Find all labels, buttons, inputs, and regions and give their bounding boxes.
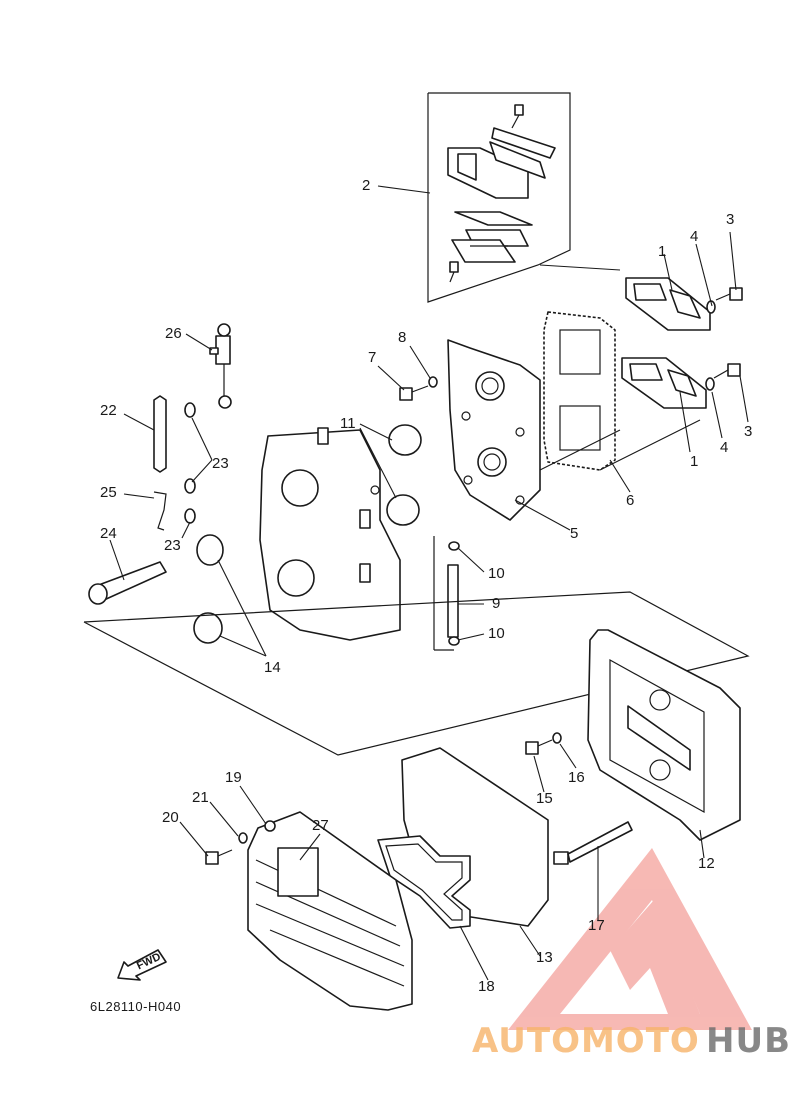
washer-8 <box>428 376 438 388</box>
callout-4: 4 <box>720 439 728 456</box>
callout-22: 22 <box>100 402 117 419</box>
callout-19: 19 <box>225 769 242 786</box>
clip-10-upper <box>448 541 460 551</box>
callout-23: 23 <box>212 455 229 472</box>
callout-4: 4 <box>690 228 698 245</box>
anode-24 <box>88 561 167 605</box>
intake-manifold <box>447 339 541 521</box>
callout-17: 17 <box>588 917 605 934</box>
callout-2: 2 <box>362 177 370 194</box>
hose-25 <box>153 491 167 531</box>
callout-13: 13 <box>536 949 553 966</box>
bolt-7 <box>399 385 429 401</box>
callout-14: 14 <box>264 659 281 676</box>
cylinder-block <box>259 427 401 641</box>
reed-valve-inset <box>427 92 571 303</box>
drawing-code: 6L28110-H040 <box>90 999 181 1014</box>
callout-5: 5 <box>570 525 578 542</box>
o-ring-14-lower <box>193 612 223 644</box>
fwd-arrow-icon: FWD <box>117 949 167 981</box>
watermark-text-part2: HUB <box>706 1021 791 1061</box>
washer-16 <box>552 732 562 744</box>
hose-22 <box>153 395 167 473</box>
callout-18: 18 <box>478 978 495 995</box>
callout-labels: 1 1 2 3 3 4 4 5 6 7 8 9 10 10 11 12 13 1… <box>100 177 752 995</box>
callout-9: 9 <box>492 595 500 612</box>
callout-10: 10 <box>488 625 505 642</box>
watermark-text-part1: AUTOMOTO <box>472 1021 700 1061</box>
callout-23: 23 <box>164 537 181 554</box>
callout-3: 3 <box>744 423 752 440</box>
watermark-logo <box>508 848 752 1030</box>
o-ring-11-lower <box>386 494 420 526</box>
o-ring-14-upper <box>196 534 224 566</box>
leader-lines <box>109 185 749 981</box>
callout-27: 27 <box>312 817 329 834</box>
callout-11: 11 <box>340 415 356 432</box>
washer-21 <box>238 832 248 844</box>
callout-6: 6 <box>626 492 634 509</box>
callout-12: 12 <box>698 855 715 872</box>
gasket-18 <box>377 835 471 929</box>
reed-valve-lower <box>621 357 707 409</box>
callout-20: 20 <box>162 809 179 826</box>
callout-1: 1 <box>658 243 666 260</box>
manifold-gasket <box>543 311 616 471</box>
callout-26: 26 <box>165 325 182 342</box>
thermostat-assembly <box>209 323 232 409</box>
o-ring-11-upper <box>388 424 422 456</box>
reed-valve-upper <box>625 277 711 331</box>
callout-15: 15 <box>536 790 553 807</box>
callout-8: 8 <box>398 329 406 346</box>
callout-16: 16 <box>568 769 585 786</box>
callout-1: 1 <box>690 453 698 470</box>
bolt-icon <box>713 287 743 379</box>
clip-10-lower <box>448 636 460 646</box>
callout-7: 7 <box>368 349 376 366</box>
outer-cover <box>247 811 413 1011</box>
block-frame <box>83 591 750 756</box>
callout-24: 24 <box>100 525 117 542</box>
bolt-17 <box>553 821 633 865</box>
bolt-20 <box>205 851 219 865</box>
bolt-15 <box>525 741 539 755</box>
watermark-text: AUTOMOTO HUB <box>472 1021 791 1061</box>
callout-3: 3 <box>726 211 734 228</box>
callout-25: 25 <box>100 484 117 501</box>
callout-21: 21 <box>192 789 209 806</box>
cylinder-head-cover <box>587 629 741 841</box>
callout-10: 10 <box>488 565 505 582</box>
